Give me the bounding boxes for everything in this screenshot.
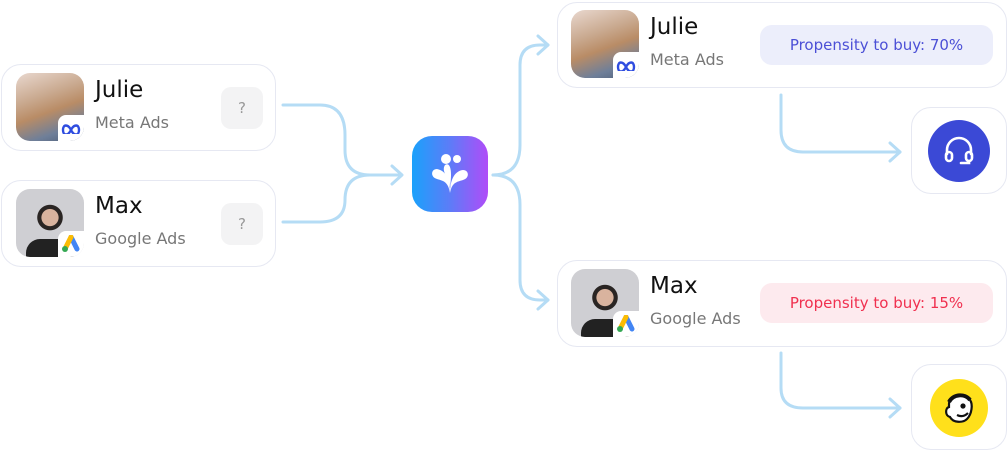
app-logo (412, 136, 488, 212)
google-ads-icon (613, 311, 639, 337)
source: Meta Ads (95, 113, 169, 132)
avatar (16, 73, 84, 141)
output-card-max[interactable]: Max Google Ads Propensity to buy: 15% (557, 260, 1007, 347)
output-card-julie[interactable]: Julie Meta Ads Propensity to buy: 70% (557, 2, 1007, 88)
source: Google Ads (650, 309, 741, 328)
input-card-julie[interactable]: Julie Meta Ads ? (1, 64, 276, 151)
meta-icon (58, 115, 84, 141)
avatar (571, 269, 639, 337)
avatar (571, 10, 639, 78)
destination-support[interactable] (911, 107, 1007, 194)
name: Julie (95, 77, 144, 103)
meta-icon (613, 52, 639, 78)
propensity-badge: Propensity to buy: 15% (760, 283, 993, 323)
avatar (16, 189, 84, 257)
source: Meta Ads (650, 50, 724, 69)
name: Julie (650, 14, 699, 40)
unknown-status: ? (221, 203, 263, 245)
destination-mailchimp[interactable] (911, 364, 1007, 450)
name: Max (650, 273, 698, 299)
google-ads-icon (58, 231, 84, 257)
source: Google Ads (95, 229, 186, 248)
headset-icon (928, 120, 990, 182)
unknown-status: ? (221, 87, 263, 129)
input-card-max[interactable]: Max Google Ads ? (1, 180, 276, 267)
sprout-icon (432, 154, 468, 193)
mailchimp-icon (930, 379, 988, 437)
name: Max (95, 193, 143, 219)
propensity-badge: Propensity to buy: 70% (760, 25, 993, 65)
